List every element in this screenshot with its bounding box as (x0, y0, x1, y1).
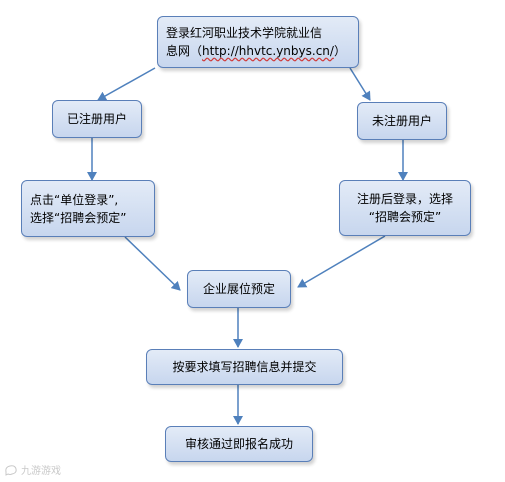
registered-user-node: 已注册用户 (52, 100, 142, 138)
watermark-logo-icon (5, 464, 17, 476)
booth-booking-label: 企业展位预定 (202, 282, 275, 296)
fill-info-label: 按要求填写招聘信息并提交 (172, 360, 317, 374)
unregistered-step-node: 注册后登录，选择 “招聘会预定” (339, 180, 471, 236)
arrow-start-to-registered (97, 67, 156, 101)
start-node: 登录红河职业技术学院就业信 息网（http://hhvtc.ynbys.cn/） (157, 16, 359, 68)
arrow-registered-step-to-booth (124, 236, 181, 291)
fill-info-node: 按要求填写招聘信息并提交 (146, 349, 343, 385)
unregistered-step-line2: “招聘会预定” (368, 210, 442, 224)
success-label: 审核通过即报名成功 (184, 437, 293, 451)
unregistered-user-label: 未注册用户 (371, 114, 432, 128)
registered-step-line1: 点击“单位登录”, (30, 192, 119, 207)
registered-step-line2: 选择“招聘会预定” (30, 210, 127, 225)
arrow-start-to-unregistered (349, 67, 371, 101)
start-url: http://hhvtc.ynbys.cn/ (202, 44, 334, 58)
registered-user-label: 已注册用户 (66, 112, 127, 126)
watermark-text: 九游游戏 (21, 466, 61, 477)
arrow-unregistered-step-to-booth (297, 235, 386, 288)
success-node: 审核通过即报名成功 (165, 426, 313, 462)
unregistered-step-line1: 注册后登录，选择 (356, 192, 453, 206)
registered-step-node: 点击“单位登录”, 选择“招聘会预定” (21, 180, 155, 237)
booth-booking-node: 企业展位预定 (187, 270, 291, 308)
unregistered-user-node: 未注册用户 (357, 102, 447, 140)
start-node-line1: 登录红河职业技术学院就业信 (166, 26, 323, 40)
watermark: 九游游戏 (4, 462, 61, 477)
start-node-line2: 息网（http://hhvtc.ynbys.cn/） (166, 44, 346, 58)
